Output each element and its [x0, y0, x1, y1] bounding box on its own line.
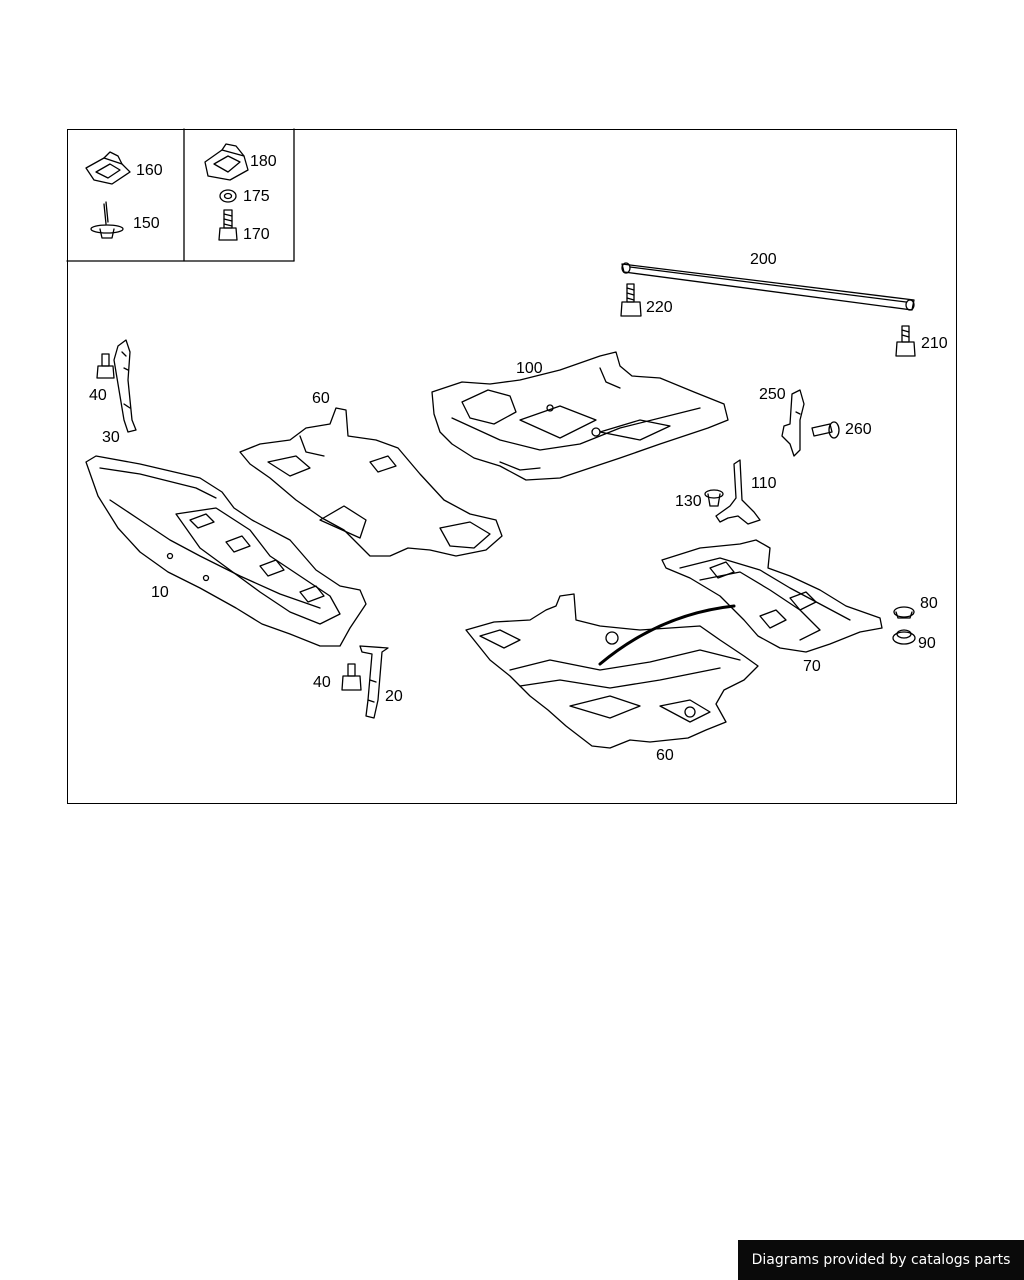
part-30-bracket	[113, 339, 137, 433]
part-160-clip-nut	[85, 151, 131, 185]
part-20-bracket	[359, 645, 389, 719]
callout-110: 110	[751, 475, 777, 492]
part-70-rear-panel	[661, 539, 883, 653]
part-250-bracket	[781, 389, 805, 457]
callout-250: 250	[759, 386, 786, 403]
callout-170: 170	[243, 226, 270, 243]
part-90-grommet	[892, 629, 916, 645]
attribution-banner: Diagrams provided by catalogs parts	[738, 1240, 1024, 1280]
callout-210: 210	[921, 335, 948, 352]
callout-130: 130	[675, 493, 702, 510]
part-200-strut	[621, 262, 915, 311]
callout-80: 80	[920, 595, 938, 612]
part-60-top-cover	[239, 407, 503, 557]
callout-90: 90	[918, 635, 936, 652]
part-260-bolt	[811, 421, 840, 439]
fastener-inset-boxes	[66, 128, 295, 262]
callout-150: 150	[133, 215, 160, 232]
callout-220: 220	[646, 299, 673, 316]
callout-200: 200	[750, 251, 777, 268]
callout-260: 260	[845, 421, 872, 438]
callout-20: 20	[385, 688, 403, 705]
callout-30: 30	[102, 429, 120, 446]
part-170-bolt	[218, 209, 238, 241]
callout-40-bottom: 40	[313, 674, 331, 691]
callout-100: 100	[516, 360, 543, 377]
part-60-bottom-cover	[465, 593, 759, 749]
part-80-nut	[893, 606, 915, 619]
callout-10: 10	[151, 584, 169, 601]
callout-40-top: 40	[89, 387, 107, 404]
part-175-washer	[219, 189, 237, 203]
part-110-bracket	[715, 459, 761, 525]
part-220-bolt	[620, 283, 642, 317]
callout-70: 70	[803, 658, 821, 675]
part-210-bolt	[895, 325, 916, 357]
part-130-clip	[704, 489, 724, 507]
part-10-front-undertray	[85, 455, 367, 647]
part-40-bolt-top	[96, 353, 115, 379]
callout-60-bottom: 60	[656, 747, 674, 764]
callout-60-top: 60	[312, 390, 330, 407]
callout-180: 180	[250, 153, 277, 170]
part-40-bolt-bottom	[341, 663, 362, 691]
part-150-push-rivet	[90, 201, 124, 239]
callout-160: 160	[136, 162, 163, 179]
part-180-nut-clip	[204, 143, 249, 181]
part-100-underbody-panel	[431, 351, 729, 481]
callout-175: 175	[243, 188, 270, 205]
